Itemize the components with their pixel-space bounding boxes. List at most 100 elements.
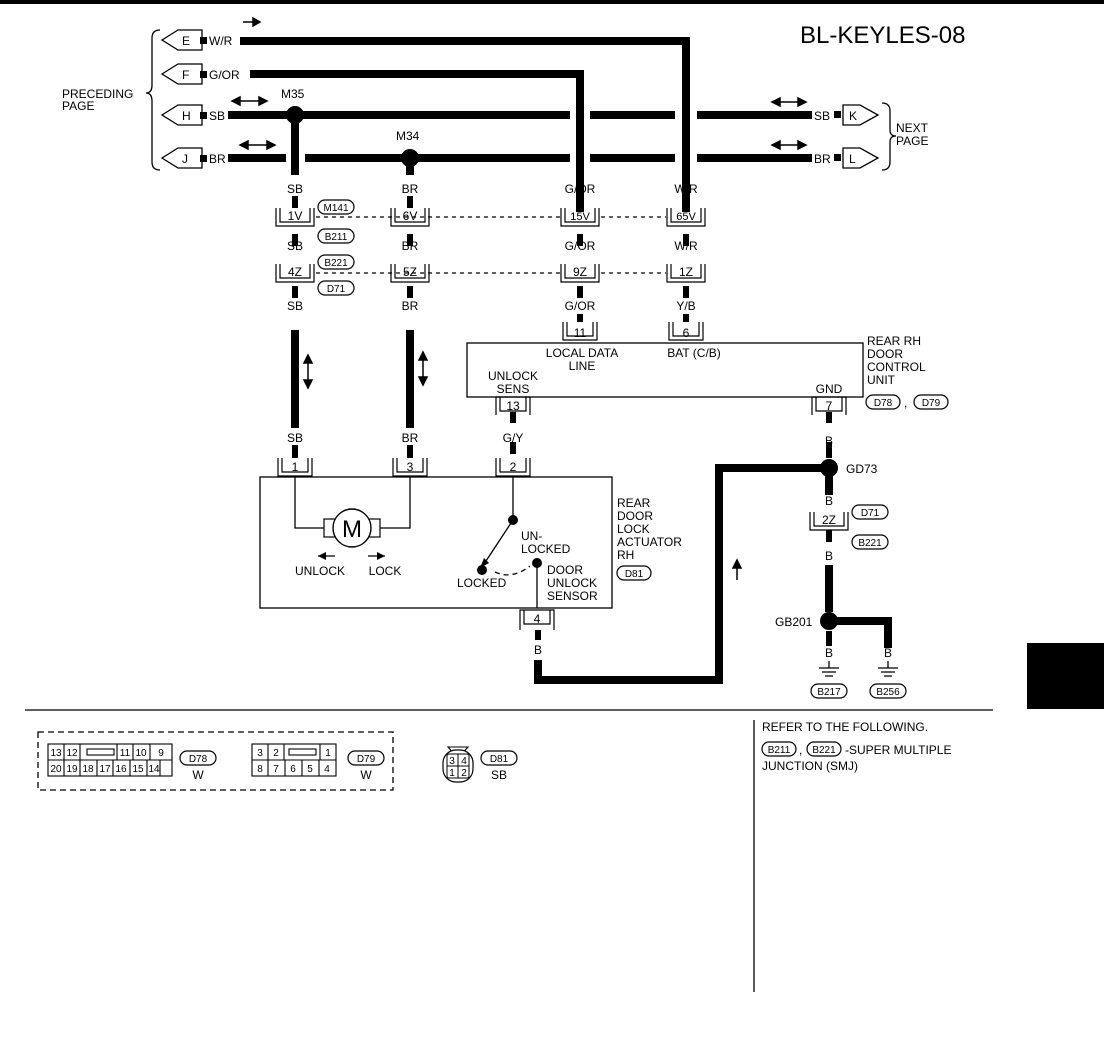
col4-c2: 1Z xyxy=(679,265,693,279)
cu-local-data-l1: LOCAL DATA xyxy=(546,346,618,360)
col4-w2: W/R xyxy=(674,239,698,253)
d78-p18: 18 xyxy=(82,764,94,775)
act-name-l4: ACTUATOR xyxy=(617,535,682,549)
col2-w4: BR xyxy=(402,431,419,445)
d79-tag: D79 xyxy=(357,754,376,765)
conn-right-l-letter: L xyxy=(849,152,856,166)
wire-w-r xyxy=(240,37,690,212)
col2-w3: BR xyxy=(402,299,419,313)
d79-p3: 3 xyxy=(257,748,263,759)
cu-tag-d78: D78 xyxy=(874,398,893,409)
gnd-tag-b221: B221 xyxy=(858,538,882,549)
column-1: SB 1V SB 4Z SB SB xyxy=(275,182,315,445)
d79-color: W xyxy=(360,768,372,782)
act-lock: LOCK xyxy=(369,564,402,578)
col1-c2: 4Z xyxy=(288,265,302,279)
gnd-b217: B217 xyxy=(817,687,841,698)
act-name-l1: REAR xyxy=(617,496,651,510)
cu-pin11: 11 xyxy=(574,326,587,340)
column-2: BR 6V BR 5Z BR BR xyxy=(390,182,430,445)
gb201-dot xyxy=(820,612,838,630)
cu-pin7: 7 xyxy=(826,399,833,413)
col1-w4: SB xyxy=(287,431,303,445)
gnd-tag-d71: D71 xyxy=(861,508,880,519)
d79-p1: 1 xyxy=(325,748,331,759)
conn-left-j-letter: J xyxy=(182,152,188,166)
d79-p8: 8 xyxy=(257,764,263,775)
d78-p9: 9 xyxy=(158,748,164,759)
d78-p14: 14 xyxy=(148,764,160,775)
d78-p20: 20 xyxy=(50,764,62,775)
wire-gy-label: G/Y xyxy=(503,431,524,445)
conn-left-h: H SB xyxy=(160,104,225,126)
d79-p6: 6 xyxy=(290,764,296,775)
gnd-conn-2z: 2Z xyxy=(822,513,836,527)
col1-w2: SB xyxy=(287,239,303,253)
conn-view-d78: 13 12 11 10 9 20 19 18 17 16 15 14 D78 W xyxy=(47,743,217,782)
tag-b221: B221 xyxy=(317,254,355,270)
tag-d71: D71 xyxy=(317,280,355,296)
short-wires xyxy=(292,196,891,646)
act-box xyxy=(259,476,613,609)
d78-p17: 17 xyxy=(99,764,111,775)
col4-c1: 65V xyxy=(676,211,696,223)
col3-w3: G/OR xyxy=(565,299,596,313)
preceding-bracket xyxy=(145,29,161,171)
column-4: W/R 65V W/R 1Z Y/B xyxy=(666,182,706,313)
refer-line1: REFER TO THE FOLLOWING. xyxy=(762,720,928,734)
cu-tag-d79: D79 xyxy=(922,398,941,409)
gb201-label: GB201 xyxy=(775,615,813,629)
next-bracket xyxy=(881,102,897,171)
act-pin1: 1 xyxy=(292,460,299,474)
d78-color: W xyxy=(192,768,204,782)
ground-path: B GD73 B 2Z D71 B221 B GB201 B B B217 B2… xyxy=(775,434,907,699)
d79-p2: 2 xyxy=(273,748,279,759)
d78-p16: 16 xyxy=(115,764,127,775)
conn-left-h-wire: SB xyxy=(209,109,225,123)
page-code: BL-KEYLES-08 xyxy=(800,22,965,49)
d78-p11: 11 xyxy=(120,748,131,759)
conn-right-k: SB K xyxy=(814,104,880,126)
act-wire-out: B xyxy=(534,643,542,657)
conn-right-k-wire: SB xyxy=(814,109,830,123)
tag-b211-text: B211 xyxy=(325,232,348,243)
d78-p19: 19 xyxy=(66,764,78,775)
d78-p10: 10 xyxy=(135,748,147,759)
next-page-l1: NEXT xyxy=(896,121,929,135)
gnd-b256: B256 xyxy=(876,687,900,698)
conn-left-h-letter: H xyxy=(182,109,191,123)
motor-icon xyxy=(332,508,372,548)
gnd-wire-b1: B xyxy=(825,434,833,448)
act-sensor-l2: UNLOCK xyxy=(547,576,597,590)
conn-left-f-letter: F xyxy=(182,68,189,82)
cu-tag-comma: , xyxy=(904,396,907,410)
ground-icon-1 xyxy=(819,661,839,677)
ground-icon-2 xyxy=(878,661,898,677)
d81-p1: 1 xyxy=(449,768,455,779)
act-tag: D81 xyxy=(625,569,644,580)
conn-left-j: J BR xyxy=(160,147,226,169)
d78-tag: D78 xyxy=(189,754,208,765)
gnd-wire-b5: B xyxy=(884,646,892,660)
conn-left-e: E W/R xyxy=(160,29,233,51)
cu-name-l3: CONTROL xyxy=(867,360,926,374)
d78-p13: 13 xyxy=(50,748,62,759)
gd73-label: GD73 xyxy=(846,462,878,476)
conn-left-j-wire: BR xyxy=(209,152,226,166)
cu-box xyxy=(466,342,864,398)
act-unlock: UNLOCK xyxy=(295,564,345,578)
cu-gnd: GND xyxy=(816,382,843,396)
col4-w1: W/R xyxy=(674,182,698,196)
cu-unlock-sens-l2: SENS xyxy=(497,382,530,396)
top-rule xyxy=(0,0,1104,4)
conn-views-frame xyxy=(37,731,394,791)
cu-pin13: 13 xyxy=(506,399,520,413)
control-unit: 11 6 LOCAL DATA LINE BAT (C/B) UNLOCK SE… xyxy=(466,322,949,415)
d81-p4: 4 xyxy=(461,756,467,767)
col3-c1: 15V xyxy=(570,211,590,223)
act-name-l3: LOCK xyxy=(617,522,650,536)
gnd-wire-b2: B xyxy=(825,494,833,508)
wires xyxy=(228,37,892,684)
cu-pin6: 6 xyxy=(683,326,690,340)
